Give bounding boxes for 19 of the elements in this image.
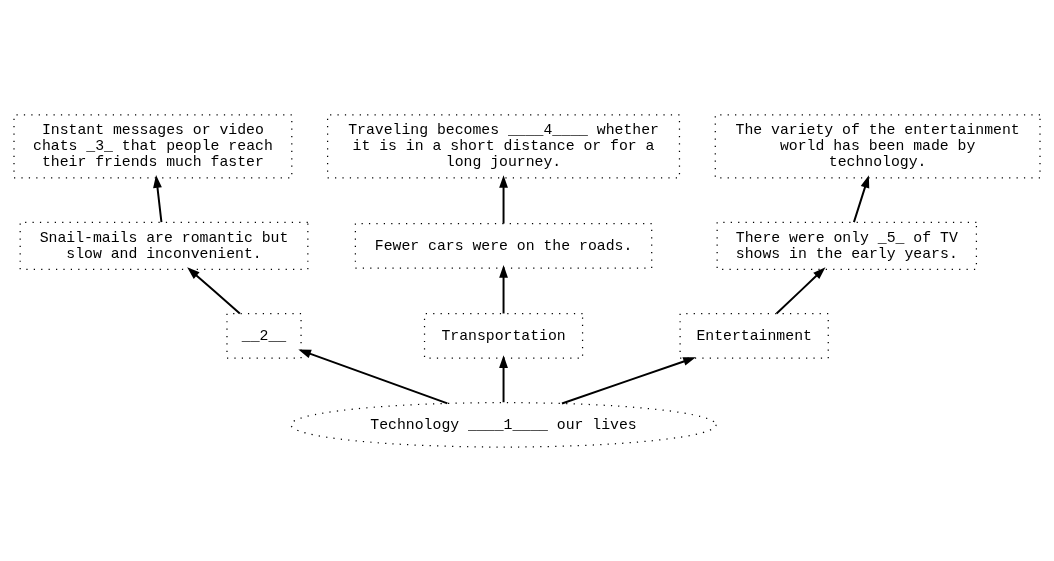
node-ellipse: Technology ____1____ our lives xyxy=(290,401,717,448)
node-box: The variety of the entertainment world has been made by technology. xyxy=(714,113,1041,179)
node-box: Traveling becomes ____4____ whether it is in a short distance or for a long journey. xyxy=(327,113,681,179)
node-box: Fewer cars were on the roads. xyxy=(354,222,653,269)
arrow xyxy=(775,266,826,314)
arrow xyxy=(499,174,508,225)
arrow xyxy=(187,266,241,314)
arrow xyxy=(153,174,163,223)
node-box: Snail-mails are romantic but slow and inconvenient. xyxy=(19,221,309,270)
arrow xyxy=(561,356,696,404)
node-box: There were only _5_ of TV shows in the early years. xyxy=(716,221,978,270)
node-box: Instant messages or video chats _3_ that people reach their friends much faster xyxy=(13,113,293,179)
node-box: __2__ xyxy=(226,312,302,359)
arrow xyxy=(499,264,508,314)
arrow xyxy=(298,349,449,404)
node-box: Transportation xyxy=(423,312,584,359)
node-box: Entertainment xyxy=(679,312,829,359)
arrow xyxy=(499,354,508,403)
arrow xyxy=(852,174,870,223)
